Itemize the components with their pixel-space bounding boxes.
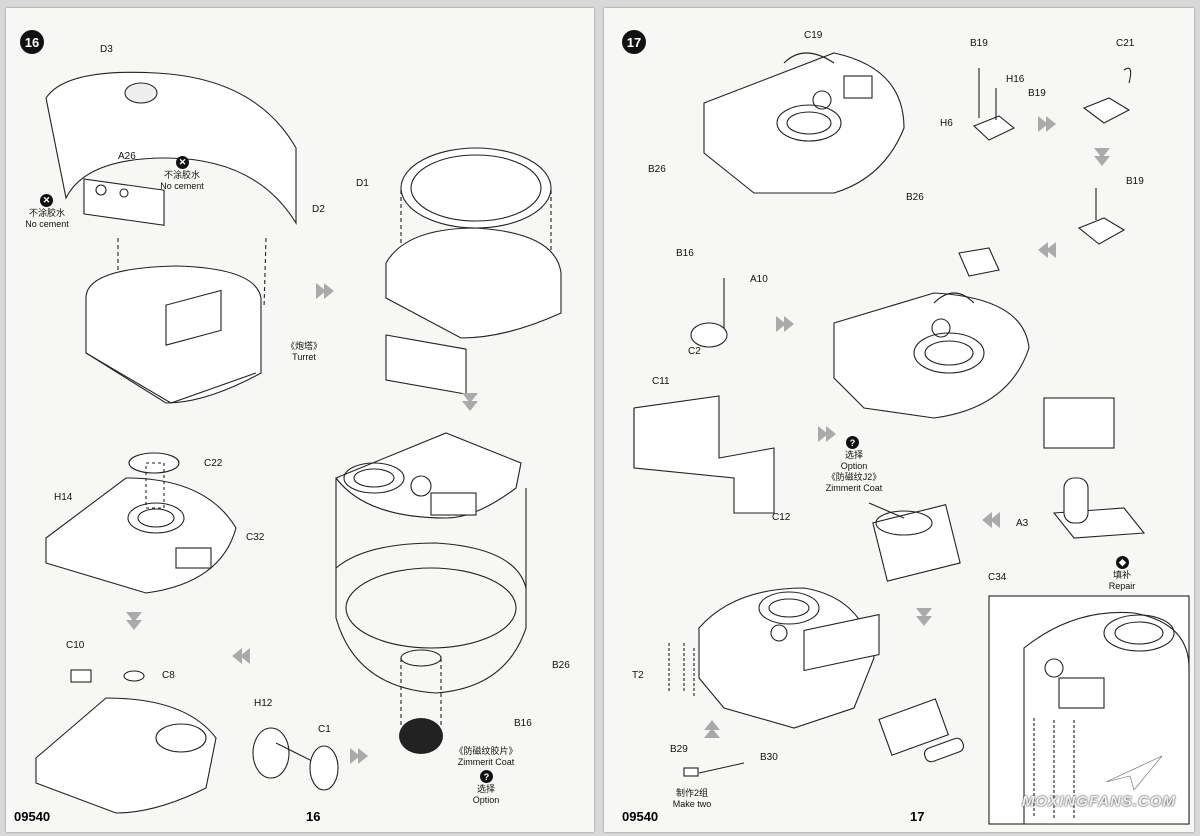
part-label-c11: C11 <box>652 376 670 387</box>
no-cement-note-top: 不涂胶水 No cement <box>156 170 208 192</box>
option-icon-17: ? <box>846 436 859 449</box>
step-16-badge: 16 <box>20 30 44 54</box>
part-label-b16: B16 <box>676 248 694 259</box>
turret-note: 《炮塔》 Turret <box>282 341 326 363</box>
part-label-b26-right: B26 <box>906 192 924 203</box>
paper-plane-logo-icon <box>1105 755 1163 792</box>
make-two-note: 制作2组 Make two <box>664 788 720 810</box>
step-16-drawing <box>35 71 562 814</box>
step-17-drawing <box>633 52 1190 825</box>
part-label-c19: C19 <box>804 30 823 41</box>
option-en-17: Option <box>840 461 868 471</box>
product-code: 09540 <box>14 809 51 824</box>
part-label-c21: C21 <box>1116 38 1135 49</box>
part-label-b19-low: B19 <box>1126 176 1144 187</box>
part-label-b19-top: B19 <box>970 38 988 49</box>
part-label-c32: C32 <box>246 532 265 543</box>
zimmerit-cn-17: 《防磁纹J2》 <box>826 472 882 482</box>
zimmerit-cn: 《防磁纹胶片》 <box>454 746 518 756</box>
option-cn: 选择 <box>476 784 495 794</box>
no-cement-cn-left: 不涂胶水 <box>28 208 65 218</box>
make-two-en: Make two <box>672 799 712 809</box>
part-label-h12: H12 <box>254 698 273 709</box>
repair-cn: 填补 <box>1112 570 1131 580</box>
part-label-a3: A3 <box>1016 518 1029 529</box>
option-note: 选择 Option <box>464 784 508 806</box>
part-label-c2: C2 <box>688 346 701 357</box>
part-label-h16: H16 <box>1006 74 1025 85</box>
part-label-c10: C10 <box>66 640 85 651</box>
part-label-d3: D3 <box>100 44 113 55</box>
part-label-b30: B30 <box>760 752 778 763</box>
page-number-17: 17 <box>910 809 925 824</box>
part-label-a26: A26 <box>118 151 136 162</box>
turret-en: Turret <box>292 352 316 362</box>
repair-note: 填补 Repair <box>1100 570 1144 592</box>
part-label-h6: H6 <box>940 118 953 129</box>
page-17: 17 C19 B19 C21 H16 B19 H6 B26 B26 B19 B1… <box>604 8 1194 832</box>
part-label-b29: B29 <box>670 744 688 755</box>
option-icon: ? <box>480 770 493 783</box>
part-label-d1: D1 <box>356 178 369 189</box>
part-label-c34: C34 <box>988 572 1007 583</box>
part-label-c8: C8 <box>162 670 175 681</box>
part-label-t2: T2 <box>632 670 644 681</box>
no-cement-icon: ✕ <box>176 156 189 169</box>
zimmerit-en-17: Zimmerit Coat <box>825 483 883 493</box>
no-cement-icon-left: ✕ <box>40 194 53 207</box>
no-cement-cn: 不涂胶水 <box>163 170 200 180</box>
option-zimmerit-note: 选择 Option 《防磁纹J2》 Zimmerit Coat <box>820 450 888 494</box>
zimmerit-en: Zimmerit Coat <box>457 757 515 767</box>
product-code-17: 09540 <box>622 809 659 824</box>
step-17-badge: 17 <box>622 30 646 54</box>
part-label-b19-mid: B19 <box>1028 88 1046 99</box>
part-label-d2: D2 <box>312 204 325 215</box>
turret-cn: 《炮塔》 <box>285 341 322 351</box>
make-two-cn: 制作2组 <box>675 788 708 798</box>
page-number: 16 <box>306 809 321 824</box>
zimmerit-note: 《防磁纹胶片》 Zimmerit Coat <box>446 746 526 768</box>
page-16: 16 D3 A26 D2 D1 ✕ 不涂胶水 No cement ✕ 不涂胶水 … <box>6 8 594 832</box>
part-label-c22: C22 <box>204 458 223 469</box>
part-label-b26: B26 <box>552 660 570 671</box>
option-cn-17: 选择 <box>844 450 863 460</box>
watermark: MOXINGFANS.COM <box>1021 793 1176 810</box>
part-label-c12: C12 <box>772 512 791 523</box>
no-cement-note-left: 不涂胶水 No cement <box>20 208 74 230</box>
part-label-a10: A10 <box>750 274 768 285</box>
repair-icon: ◆ <box>1116 556 1129 569</box>
part-label-c1: C1 <box>318 724 331 735</box>
no-cement-en: No cement <box>160 181 204 191</box>
part-label-b16: B16 <box>514 718 532 729</box>
part-label-b26-left: B26 <box>648 164 666 175</box>
part-label-h14: H14 <box>54 492 73 503</box>
option-en: Option <box>472 795 500 805</box>
no-cement-en-left: No cement <box>25 219 69 229</box>
repair-en: Repair <box>1108 581 1136 591</box>
